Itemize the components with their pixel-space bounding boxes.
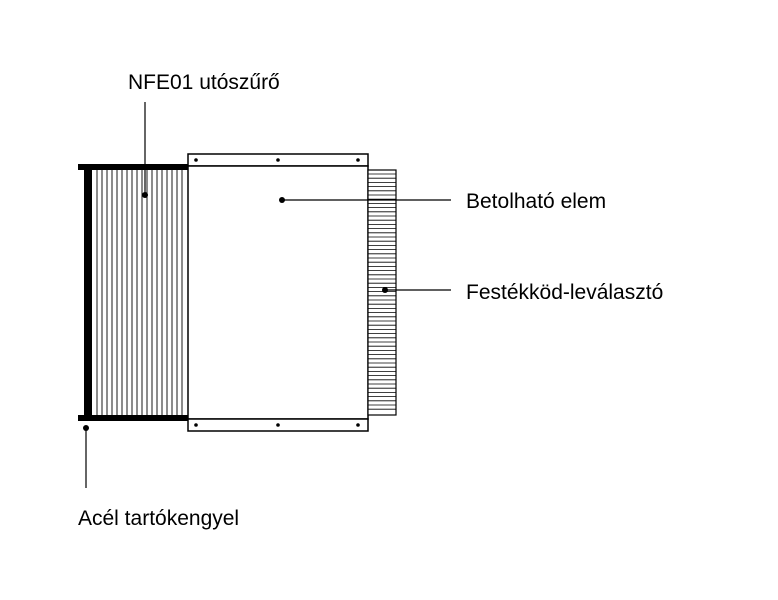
screw-dot (356, 423, 360, 427)
steel-bracket (78, 164, 190, 421)
leader-dot (142, 192, 148, 198)
separator-outline (367, 169, 397, 416)
bracket-bottom-rail (78, 415, 190, 421)
screw-dot (194, 158, 198, 162)
screw-dot (276, 423, 280, 427)
post-filter-pleats (96, 170, 183, 415)
insert-screws (194, 158, 360, 427)
paint-mist-separator-label: Festékköd-leválasztó (466, 281, 663, 304)
callout-insert-element: Betolható elem (279, 190, 606, 213)
screw-dot (356, 158, 360, 162)
steel-bracket-label: Acél tartókengyel (78, 507, 239, 530)
post-filter-label: NFE01 utószűrő (128, 71, 280, 94)
paint-mist-separator (367, 169, 397, 416)
callout-paint-mist-separator: Festékköd-leválasztó (382, 281, 663, 304)
insert-element (187, 153, 369, 432)
screw-dot (194, 423, 198, 427)
separator-lines (368, 173, 396, 410)
callout-steel-bracket: Acél tartókengyel (78, 425, 239, 530)
screw-dot (276, 158, 280, 162)
callout-post-filter: NFE01 utószűrő (128, 71, 280, 198)
bracket-top-rail (78, 164, 190, 170)
insert-body (187, 165, 369, 420)
insert-element-label: Betolható elem (466, 190, 606, 213)
bracket-left-bar (84, 164, 92, 421)
